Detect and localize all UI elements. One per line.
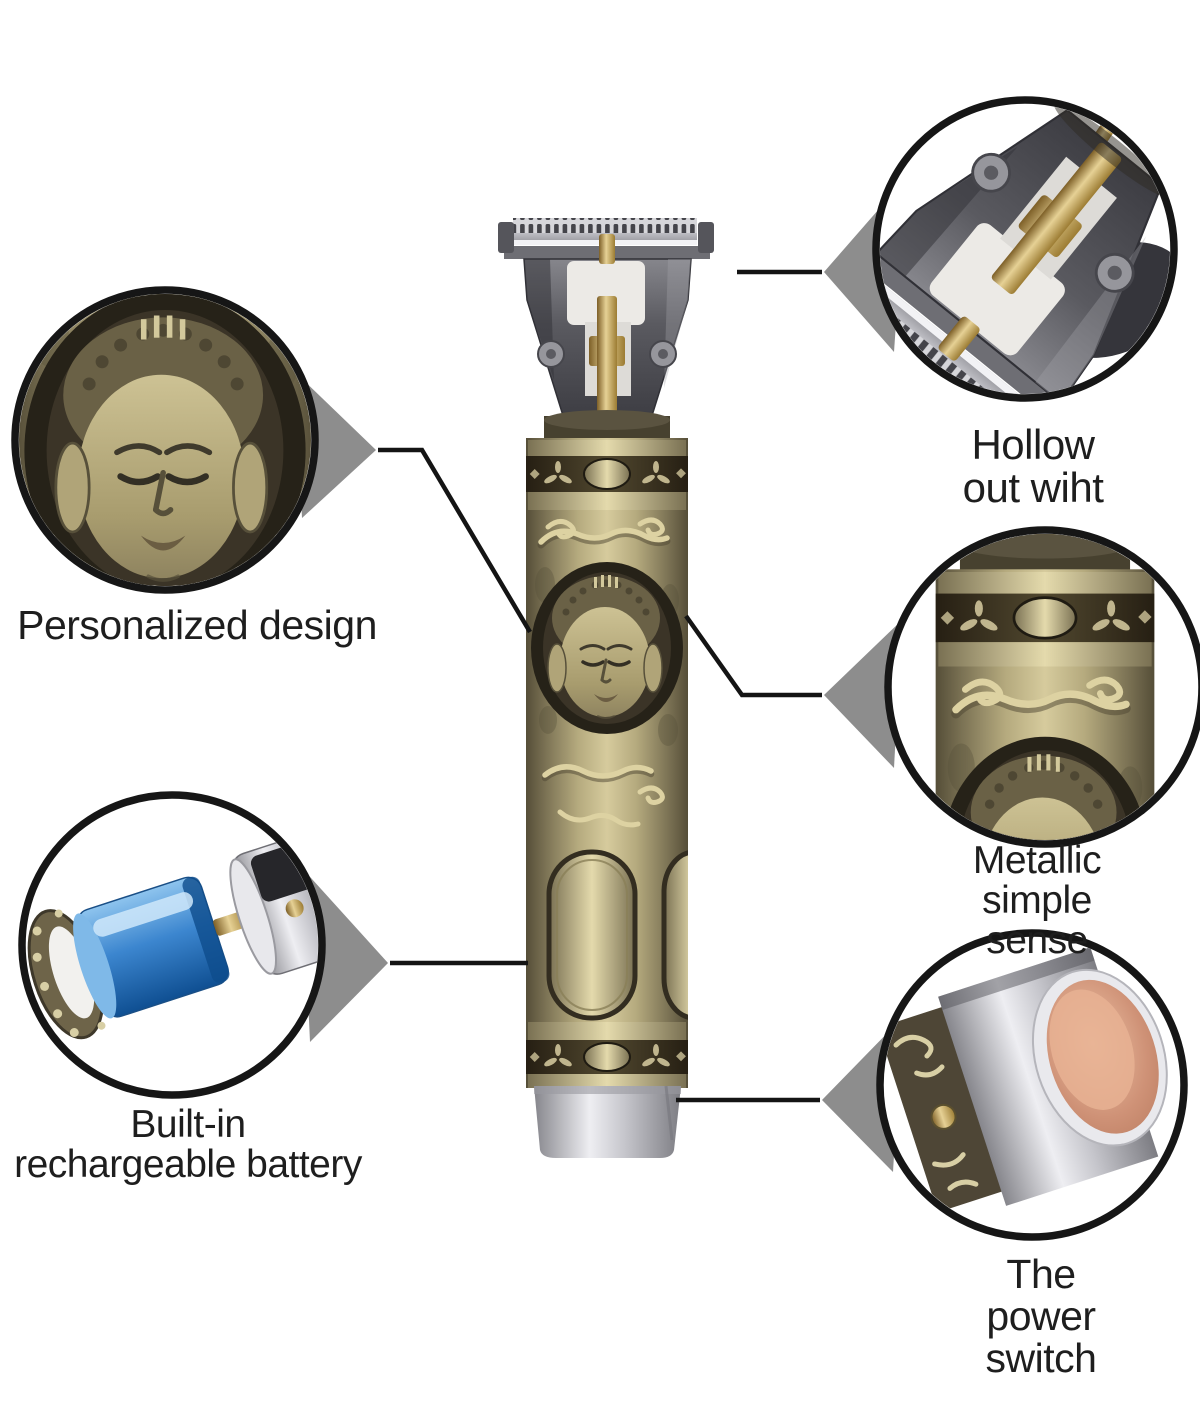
leader-line-design (378, 447, 532, 634)
label-personalized-design: Personalized design (17, 602, 377, 648)
callout-design (11, 286, 319, 594)
battery-closeup-photo (27, 832, 318, 1040)
callout-battery (18, 791, 326, 1099)
callout-pointer-battery (302, 868, 388, 1042)
label-power-switch: The power switch (985, 1251, 1097, 1381)
callout-metallic (884, 526, 1200, 848)
callout-ring-design (11, 286, 319, 594)
label-battery: Built-in rechargeable battery (14, 1103, 362, 1186)
trimmer-illustration (498, 218, 724, 1158)
callout-ring-blade (872, 96, 1178, 402)
callout-ring-battery (18, 791, 326, 1099)
callout-blade (872, 96, 1178, 402)
callout-ring-power (876, 929, 1188, 1241)
label-metallic-sense: Metallic simple sense (972, 839, 1102, 962)
callout-ring-metallic (884, 526, 1200, 848)
power-switch-closeup-photo (884, 947, 1168, 1213)
callout-pointer-metallic (824, 620, 902, 768)
leader-line-metallic (684, 614, 822, 698)
label-hollow-out: Hollow out wiht (962, 421, 1104, 511)
callout-power (876, 929, 1188, 1241)
